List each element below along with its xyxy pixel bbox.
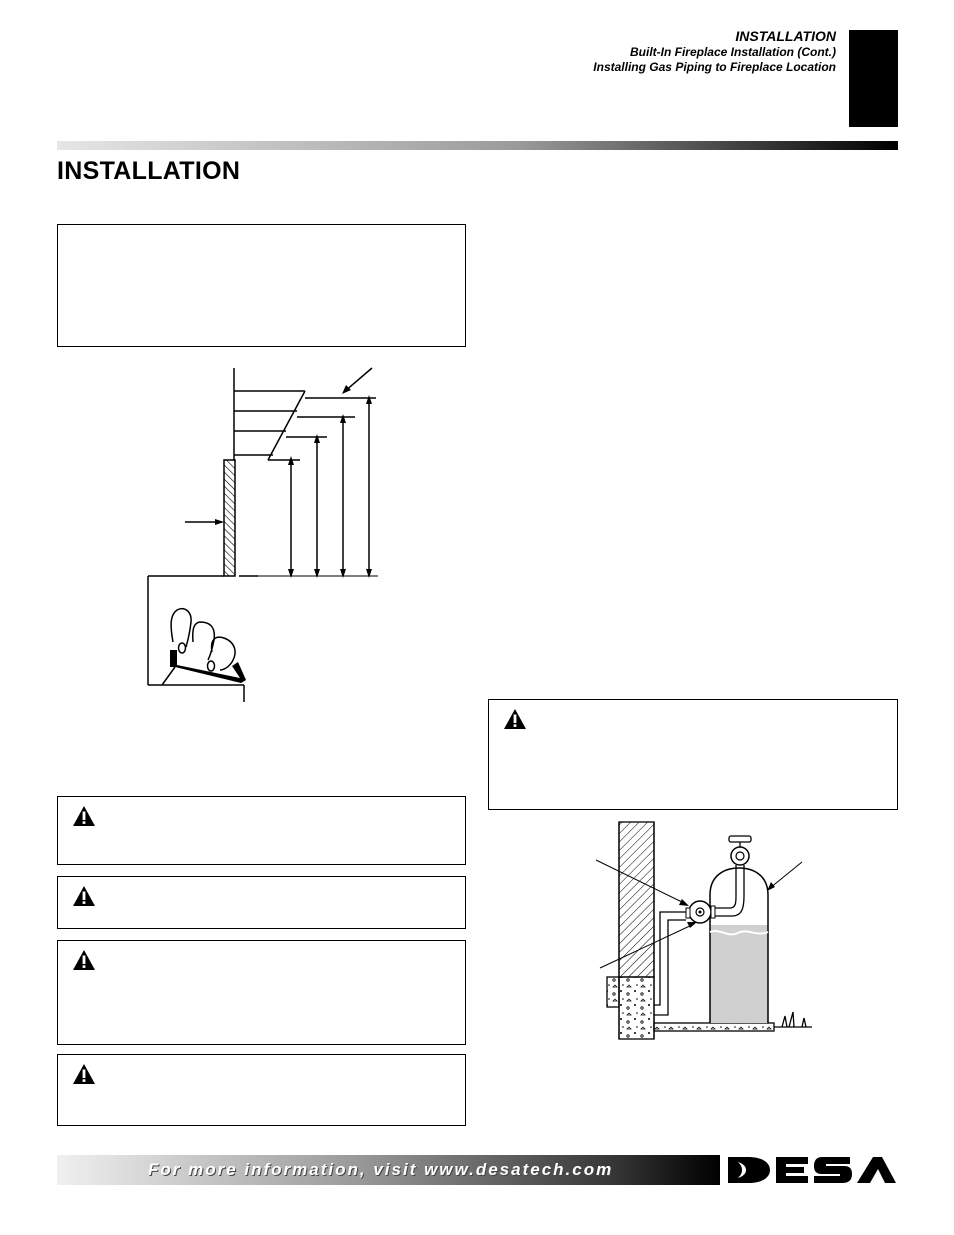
lp-tank-regulator-diagram (595, 821, 812, 1040)
mantel-clearance-diagram (147, 367, 378, 702)
header-title: INSTALLATION (735, 28, 836, 44)
desa-logo (728, 1157, 896, 1183)
note-box (57, 224, 466, 347)
footer-website-text: For more information, visit www.desatech… (148, 1160, 614, 1179)
header-subtitle-2: Installing Gas Piping to Fireplace Locat… (593, 60, 836, 74)
warning-triangle-icon (73, 1064, 95, 1084)
header-subtitle-1: Built-In Fireplace Installation (Cont.) (629, 45, 836, 59)
warning-triangle-icon (73, 886, 95, 906)
footer-bar (57, 1155, 720, 1185)
warning-triangle-icon (504, 709, 526, 729)
warning-box-2 (57, 876, 466, 929)
section-tab (849, 30, 898, 127)
warning-triangle-icon (73, 950, 95, 970)
top-rule (57, 141, 898, 150)
warning-box-4 (57, 1054, 466, 1126)
section-heading: INSTALLATION (57, 157, 241, 185)
warning-box-1 (57, 796, 466, 865)
warning-box-3 (57, 940, 466, 1045)
warning-box-5 (488, 699, 898, 810)
warning-triangle-icon (73, 806, 95, 826)
